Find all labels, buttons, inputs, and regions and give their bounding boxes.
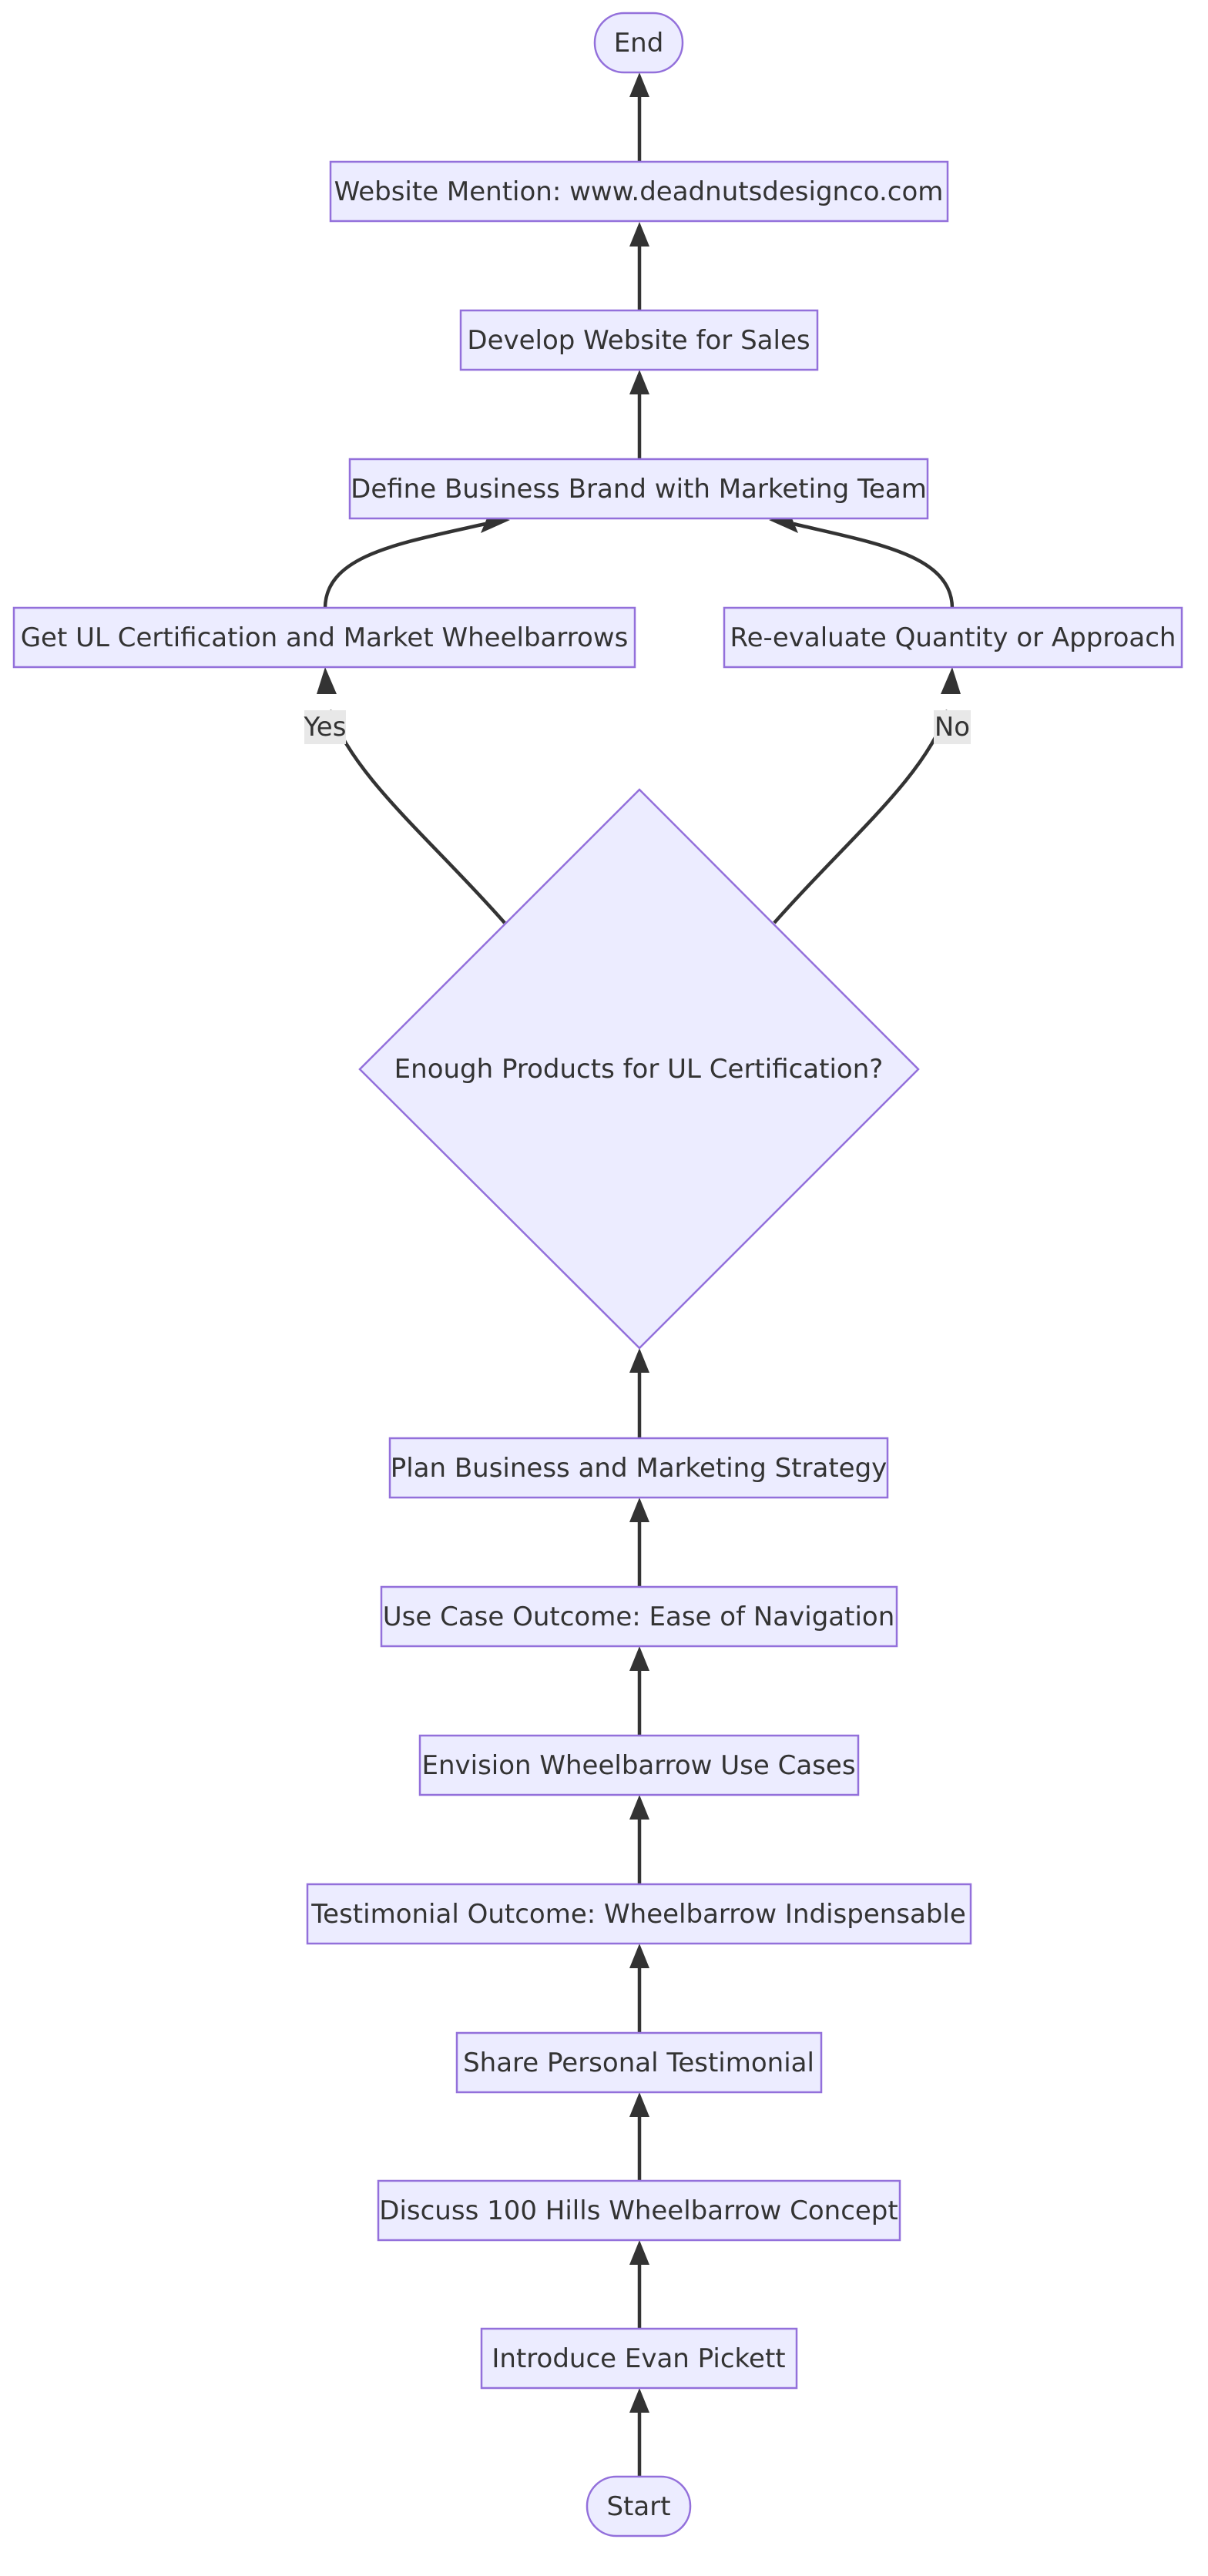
node-share-testimonial-label: Share Personal Testimonial — [463, 2048, 814, 2078]
node-discuss-concept-label: Discuss 100 Hills Wheelbarrow Concept — [379, 2195, 898, 2226]
edge-label-yes-background — [304, 710, 346, 744]
edge-label-no: No — [934, 710, 971, 744]
node-define-brand-label: Define Business Brand with Marketing Tea… — [351, 474, 927, 505]
arrow-head — [629, 1944, 649, 1968]
node-reevaluate-shape — [723, 606, 1183, 669]
arrow-head — [629, 1795, 649, 1820]
node-share-testimonial-shape — [455, 2031, 823, 2094]
node-decision[interactable]: Enough Products for UL Certification? — [358, 788, 920, 1350]
node-envision-use-cases-label: Envision Wheelbarrow Use Cases — [421, 1750, 855, 1781]
node-introduce-evan-shape — [480, 2327, 798, 2390]
arrow-head — [629, 72, 649, 97]
edge-label-yes: Yes — [304, 710, 347, 744]
edges — [317, 72, 961, 2477]
edge-label-no-background — [934, 710, 971, 744]
edge-reevaluate-to-define-brand — [793, 522, 955, 609]
node-define-brand-shape — [348, 458, 929, 520]
node-decision-label: Enough Products for UL Certification? — [394, 1054, 884, 1085]
node-discuss-concept-shape — [377, 2179, 901, 2242]
node-testimonial-outcome[interactable]: Testimonial Outcome: Wheelbarrow Indispe… — [306, 1883, 972, 1945]
node-get-ul-certification-shape — [12, 606, 636, 669]
node-envision-use-cases-shape — [418, 1734, 860, 1796]
node-plan-strategy[interactable]: Plan Business and Marketing Strategy — [388, 1437, 889, 1499]
node-use-case-outcome-label: Use Case Outcome: Ease of Navigation — [383, 1602, 895, 1632]
edge-label-yes-text: Yes — [304, 712, 347, 743]
node-start-shape — [586, 2475, 692, 2537]
arrow-head — [941, 667, 961, 694]
node-plan-strategy-shape — [388, 1437, 889, 1499]
node-start[interactable]: Start — [586, 2475, 692, 2537]
arrow-head — [629, 2092, 649, 2117]
node-reevaluate-label: Re-evaluate Quantity or Approach — [730, 622, 1176, 653]
node-website-mention-shape — [329, 160, 949, 223]
node-develop-website[interactable]: Develop Website for Sales — [459, 309, 819, 371]
node-reevaluate[interactable]: Re-evaluate Quantity or Approach — [723, 606, 1183, 669]
node-develop-website-label: Develop Website for Sales — [467, 325, 810, 356]
arrow-head — [629, 2240, 649, 2265]
arrow-head — [629, 1498, 649, 1522]
node-use-case-outcome[interactable]: Use Case Outcome: Ease of Navigation — [380, 1585, 898, 1648]
node-plan-strategy-label: Plan Business and Marketing Strategy — [391, 1453, 888, 1484]
node-use-case-outcome-shape — [380, 1585, 898, 1648]
node-website-mention-label: Website Mention: www.deadnutsdesignco.co… — [334, 176, 944, 207]
edge-label-no-text: No — [935, 712, 970, 743]
node-get-ul-certification-label: Get UL Certification and Market Wheelbar… — [21, 622, 629, 653]
edge-decision-to-get-ul — [327, 709, 506, 924]
node-introduce-evan-label: Introduce Evan Pickett — [492, 2343, 785, 2374]
node-end-shape — [593, 12, 684, 74]
arrow-head — [629, 1646, 649, 1671]
node-discuss-concept[interactable]: Discuss 100 Hills Wheelbarrow Concept — [377, 2179, 901, 2242]
edge-decision-to-reevaluate — [773, 709, 950, 924]
node-testimonial-outcome-shape — [306, 1883, 972, 1945]
edge-get-ul-to-define-brand — [323, 522, 486, 609]
arrow-head — [629, 1348, 649, 1373]
node-envision-use-cases[interactable]: Envision Wheelbarrow Use Cases — [418, 1734, 860, 1796]
node-define-brand[interactable]: Define Business Brand with Marketing Tea… — [348, 458, 929, 520]
arrow-head — [629, 370, 649, 394]
node-develop-website-shape — [459, 309, 819, 371]
arrow-head — [317, 667, 337, 694]
arrow-head — [629, 222, 649, 247]
node-website-mention[interactable]: Website Mention: www.deadnutsdesignco.co… — [329, 160, 949, 223]
node-decision-shape — [358, 788, 920, 1350]
node-end[interactable]: End — [593, 12, 684, 74]
node-testimonial-outcome-label: Testimonial Outcome: Wheelbarrow Indispe… — [310, 1899, 966, 1930]
node-start-label: Start — [606, 2491, 670, 2522]
node-get-ul-certification[interactable]: Get UL Certification and Market Wheelbar… — [12, 606, 636, 669]
arrow-head — [629, 2388, 649, 2413]
node-introduce-evan[interactable]: Introduce Evan Pickett — [480, 2327, 798, 2390]
node-share-testimonial[interactable]: Share Personal Testimonial — [455, 2031, 823, 2094]
node-end-label: End — [614, 28, 664, 59]
